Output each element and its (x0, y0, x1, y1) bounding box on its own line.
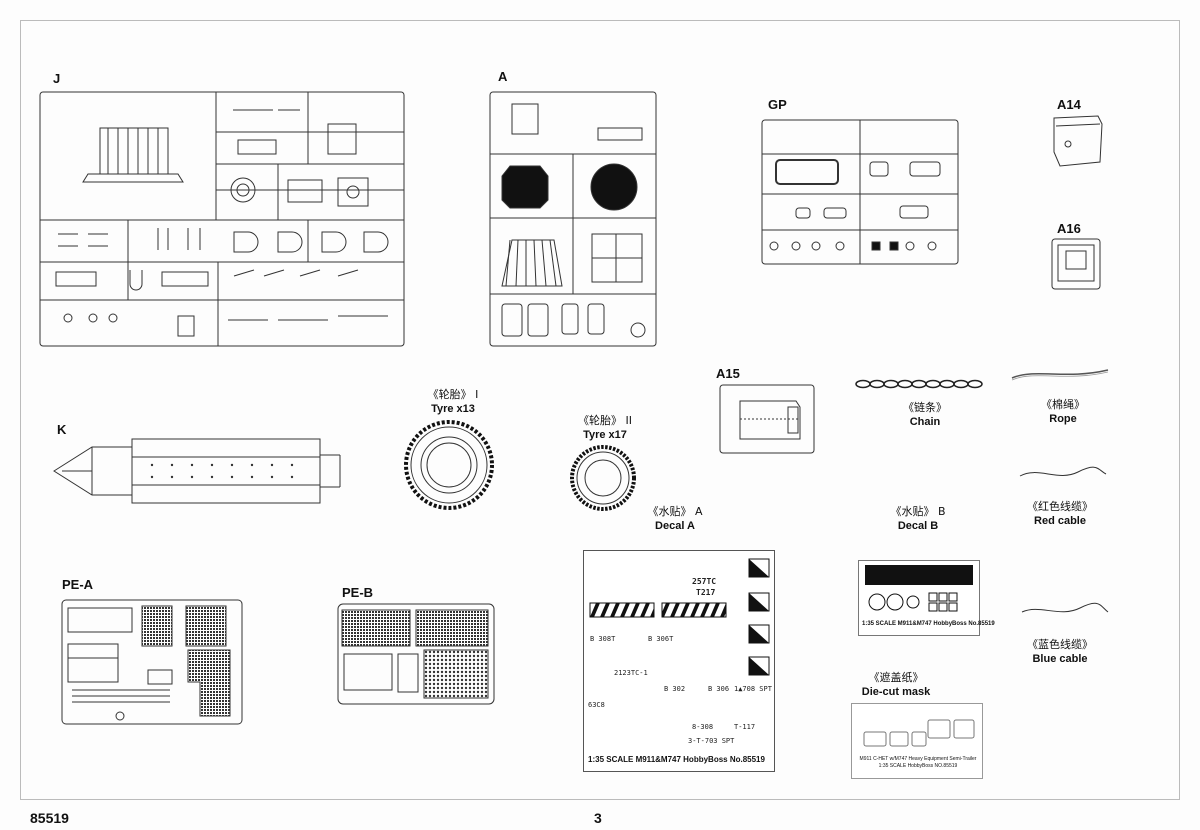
decal-a-cn: 《水贴》 A (647, 505, 703, 518)
blue-cable-cn: 《蓝色线缆》 (1027, 638, 1093, 651)
rope-drawing (1011, 369, 1109, 381)
sprue-label-gp: GP (768, 97, 787, 112)
chain-cn: 《链条》 (903, 401, 947, 414)
decal-b-sheet: 1:35 SCALE M911&M747 HobbyBoss No.85519 (858, 560, 995, 636)
tyre1-drawing (404, 420, 494, 510)
sprue-label-a14: A14 (1057, 97, 1081, 112)
rope-en: Rope (1049, 413, 1077, 425)
mask-caption-text: M911 C-HET w/M747 Heavy Equipment Semi-T… (859, 756, 977, 769)
tyre2-caption: 《轮胎》 II Tyre x17 (560, 414, 650, 442)
rope-cn: 《棉绳》 (1041, 398, 1085, 411)
decal-b-dials (868, 592, 958, 612)
tyre2-en: Tyre x17 (583, 429, 627, 441)
sprue-gp-drawing (761, 119, 959, 265)
decal-a-stripes (589, 602, 727, 618)
sprue-j-drawing (39, 91, 405, 347)
tyre1-caption: 《轮胎》 I Tyre x13 (408, 388, 498, 416)
sprue-label-a16: A16 (1057, 221, 1081, 236)
kit-number: 85519 (30, 810, 69, 826)
tyre1-cn: 《轮胎》 I (427, 388, 479, 401)
red-cable-caption: 《红色线缆》 Red cable (1010, 500, 1110, 528)
tyre1-en: Tyre x13 (431, 403, 475, 415)
decal-b-en: Decal B (897, 520, 939, 532)
red-cable-cn: 《红色线缆》 (1027, 500, 1093, 513)
decal-a-mark-10: T-117 (734, 723, 756, 731)
part-a14-drawing (1053, 115, 1103, 167)
decal-a-mark-11: 8-308 (692, 723, 714, 731)
decal-a-mark-3: B 308T (590, 635, 616, 643)
blue-cable-caption: 《蓝色线缆》 Blue cable (1010, 638, 1110, 666)
sprue-label-a: A (498, 69, 508, 84)
blue-cable-drawing (1021, 602, 1109, 613)
decal-a-en: Decal A (655, 520, 695, 532)
decal-a-mark-6: B 302 (664, 685, 686, 693)
decal-b-panel (865, 565, 973, 585)
part-a15-drawing (719, 384, 815, 454)
chain-drawing (855, 379, 983, 389)
decal-b-cn: 《水贴》 B (890, 505, 946, 518)
chain-en: Chain (909, 416, 941, 428)
red-cable-en: Red cable (1034, 515, 1086, 527)
mask-cn: 《遮盖纸》 (868, 671, 924, 684)
sprue-a-drawing (489, 91, 657, 347)
pe-a-drawing (61, 599, 243, 725)
mask-caption: 《遮盖纸》 Die-cut mask (846, 671, 946, 699)
decal-a-mark-1: 257TC (692, 577, 717, 586)
decal-a-mark-5: 2123TC-1 (614, 669, 648, 677)
decal-a-mark-7: B 306 (708, 685, 730, 693)
sprue-label-k: K (57, 422, 67, 437)
pe-b-drawing (337, 603, 495, 705)
tyre2-drawing (570, 445, 636, 511)
decal-a-mark-4: B 306T (648, 635, 674, 643)
page-number: 3 (594, 810, 602, 826)
decal-a-caption-text: 1:35 SCALE M911&M747 HobbyBoss No.85519 (588, 755, 765, 764)
mask-sheet: M911 C-HET w/M747 Heavy Equipment Semi-T… (851, 703, 983, 779)
rope-caption: 《棉绳》 Rope (1018, 398, 1108, 426)
part-a16-drawing (1051, 238, 1101, 290)
decal-a-caption: 《水贴》 A Decal A (640, 505, 710, 533)
sprue-label-j: J (53, 71, 61, 86)
decal-a-mark-9: 63C8 (588, 701, 605, 709)
decal-b-caption: 《水贴》 B Decal B (880, 505, 956, 533)
sprue-k-drawing (53, 438, 341, 504)
page-frame (20, 20, 1180, 800)
mask-en: Die-cut mask (861, 686, 931, 698)
sprue-label-pe-a: PE-A (62, 577, 94, 592)
mask-cutouts (863, 719, 975, 747)
decal-b-caption-text: 1:35 SCALE M911&M747 HobbyBoss No.85519 (862, 621, 995, 627)
sprue-label-pe-b: PE-B (342, 585, 374, 600)
blue-cable-en: Blue cable (1032, 653, 1088, 665)
decal-a-plates (748, 558, 770, 676)
decal-a-mark-12: 3-T-703 SPT (688, 737, 735, 745)
decal-a-mark-2: T217 (696, 588, 716, 597)
red-cable-drawing (1019, 466, 1107, 477)
decal-a-mark-8: 1▲708 SPT (734, 685, 772, 693)
tyre2-cn: 《轮胎》 II (578, 414, 632, 427)
sprue-label-a15: A15 (716, 366, 740, 381)
chain-caption: 《链条》 Chain (880, 401, 970, 429)
decal-a-sheet: 257TC T217 B 308T B 306T 2123TC-1 B 302 … (583, 550, 775, 772)
